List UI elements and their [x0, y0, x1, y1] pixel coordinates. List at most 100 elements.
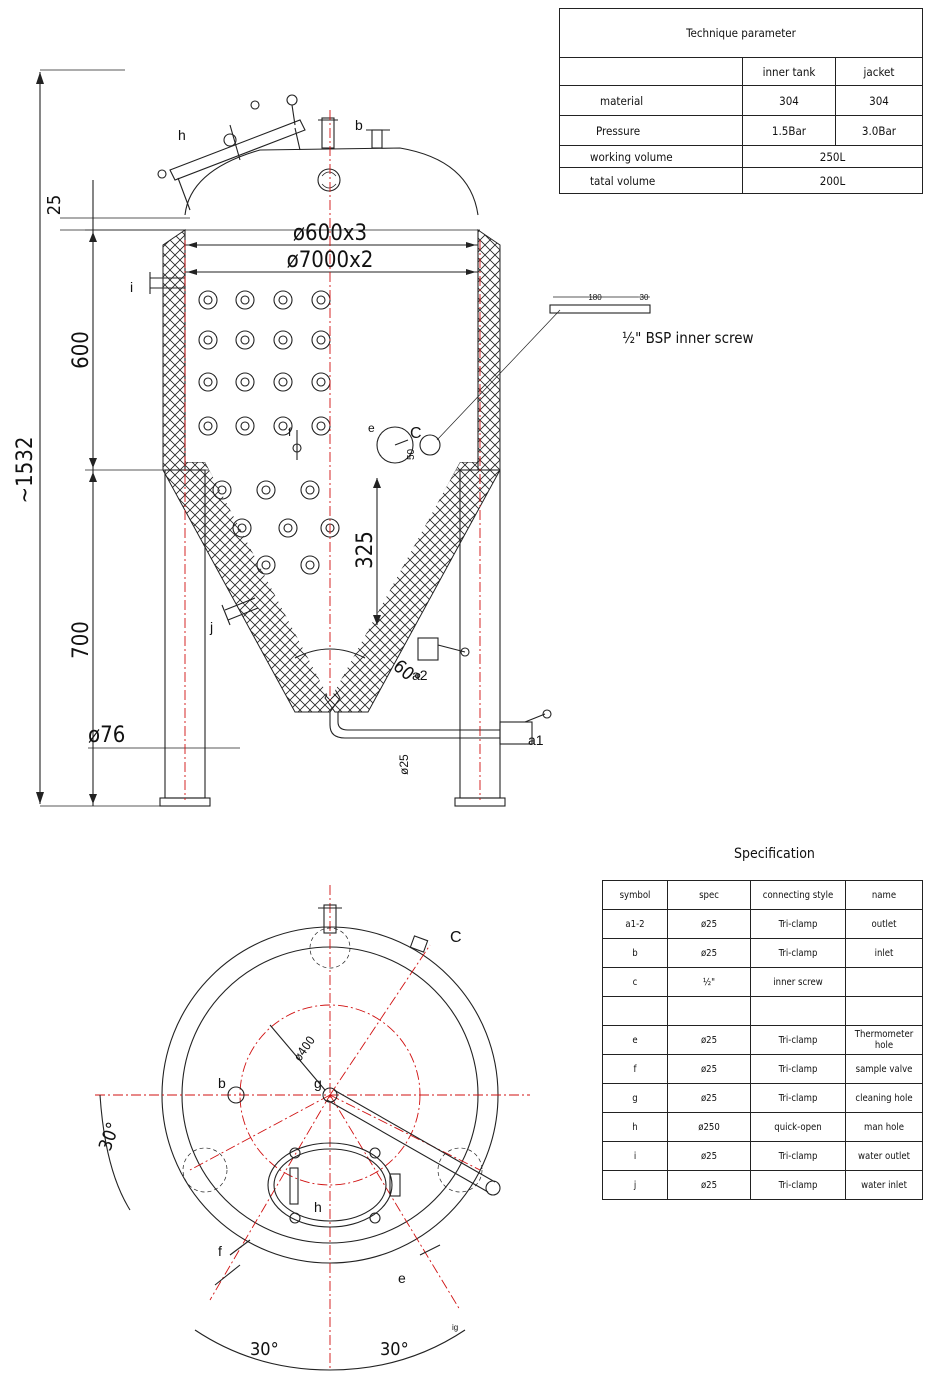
- spec-cell: Tri-clamp: [750, 1054, 846, 1084]
- dimple: [240, 335, 250, 345]
- bsp-180-label: 180: [588, 293, 602, 302]
- spec-cell: e: [602, 1025, 668, 1055]
- row-pressure-inner: 1.5Bar: [742, 115, 836, 146]
- dimple: [198, 416, 218, 436]
- top-label-g: g: [314, 1075, 322, 1091]
- table-row: [602, 996, 923, 1026]
- row-total-value: 200L: [742, 167, 923, 194]
- label-j: j: [209, 619, 213, 635]
- spec-cell: man hole: [845, 1112, 923, 1142]
- spec-cell: [845, 967, 923, 997]
- bsp-label: ½" BSP inner screw: [622, 329, 754, 347]
- spec-cell: ½": [667, 967, 751, 997]
- spec-cell: Tri-clamp: [750, 938, 846, 968]
- spec-cell: ø25: [667, 1083, 751, 1113]
- spec-cell: a1-2: [602, 909, 668, 939]
- label-e: e: [368, 421, 375, 435]
- dimple: [237, 523, 247, 533]
- row-working-value: 250L: [742, 145, 923, 168]
- spec-cell: ø250: [667, 1112, 751, 1142]
- row-material-label: material: [559, 85, 743, 116]
- spec-cell: ø25: [667, 1025, 751, 1055]
- spec-cell: outlet: [845, 909, 923, 939]
- dimple: [235, 416, 255, 436]
- dimple: [316, 335, 326, 345]
- dimple: [305, 560, 315, 570]
- spec-header-symbol: symbol: [602, 880, 668, 910]
- dimple: [235, 290, 255, 310]
- row-pressure-jacket: 3.0Bar: [835, 115, 923, 146]
- top-400-label: ø400: [291, 1033, 318, 1063]
- spec-cell: ø25: [667, 1054, 751, 1084]
- top-label-e: e: [398, 1270, 406, 1286]
- row-working-label: working volume: [559, 145, 743, 168]
- spec-cell: [602, 996, 668, 1026]
- dimple: [240, 377, 250, 387]
- spec-header-name: name: [845, 880, 923, 910]
- dimple: [217, 485, 227, 495]
- dimple: [256, 555, 276, 575]
- manhole-top: [157, 94, 306, 211]
- label-a2: a2: [412, 667, 428, 683]
- dimple: [212, 480, 232, 500]
- spec-cell: water outlet: [845, 1141, 923, 1171]
- dimple: [273, 290, 293, 310]
- dimple: [278, 335, 288, 345]
- spec-cell: sample valve: [845, 1054, 923, 1084]
- spec-title: Specification: [734, 846, 815, 862]
- dimple: [261, 485, 271, 495]
- top-label-h: h: [314, 1199, 322, 1215]
- spec-cell: f: [602, 1054, 668, 1084]
- dimple: [240, 421, 250, 431]
- spec-header-connecting: connecting style: [750, 880, 846, 910]
- bsp-30-label: 30: [640, 293, 649, 302]
- elevation-view: ~1532 25 600 700 ø76 h: [13, 69, 754, 807]
- dimple: [203, 377, 213, 387]
- spec-cell: quick-open: [750, 1112, 846, 1142]
- spec-cell: i: [602, 1141, 668, 1171]
- spec-cell: Thermometer hole: [845, 1025, 923, 1055]
- dimple: [198, 372, 218, 392]
- row-total-label: tatal volume: [559, 167, 743, 194]
- spec-cell: Tri-clamp: [750, 1083, 846, 1113]
- row-material-jacket: 304: [835, 85, 923, 116]
- dimple: [278, 295, 288, 305]
- dimple: [273, 416, 293, 436]
- dimple: [235, 330, 255, 350]
- dimple: [240, 295, 250, 305]
- top-25-label: 25: [44, 195, 65, 216]
- spec-cell: water inlet: [845, 1170, 923, 1200]
- spec-cell: inlet: [845, 938, 923, 968]
- dimple: [283, 523, 293, 533]
- label-f: f: [288, 425, 292, 439]
- top-label-ig: ig: [452, 1323, 458, 1332]
- e-50-label: 50: [406, 448, 417, 460]
- dimple: [316, 295, 326, 305]
- row-pressure-label: Pressure: [559, 115, 743, 146]
- dimple: [316, 377, 326, 387]
- dimple: [273, 330, 293, 350]
- top-label-f: f: [218, 1243, 222, 1259]
- spec-cell: [667, 996, 751, 1026]
- angle-30c-label: 30°: [380, 1339, 409, 1360]
- depth-325-label: 325: [353, 531, 378, 569]
- dimple: [198, 290, 218, 310]
- spec-cell: [845, 996, 923, 1026]
- spec-cell: Tri-clamp: [750, 1141, 846, 1171]
- tech-title: Technique parameter: [559, 8, 923, 58]
- dimple: [235, 372, 255, 392]
- spec-cell: c: [602, 967, 668, 997]
- dimple: [300, 555, 320, 575]
- spec-cell: Tri-clamp: [750, 909, 846, 939]
- dimple: [198, 330, 218, 350]
- dimple: [203, 421, 213, 431]
- leg-dia-label: ø76: [88, 723, 125, 748]
- spec-cell: cleaning hole: [845, 1083, 923, 1113]
- label-h: h: [178, 127, 186, 143]
- pipe-25-label: ø25: [397, 754, 411, 775]
- dimple: [305, 485, 315, 495]
